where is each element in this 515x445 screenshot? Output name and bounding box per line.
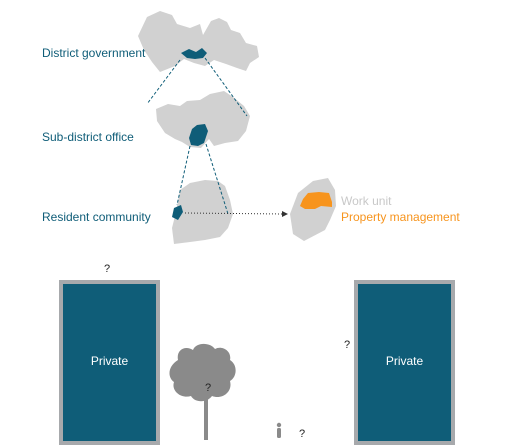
connector-line: [176, 145, 191, 206]
subdistrict-highlight: [189, 124, 208, 146]
arrow-head: [282, 211, 288, 217]
private-building-right-label: Private: [385, 354, 424, 368]
question-mark-tree: ?: [205, 382, 212, 394]
work-unit-label: Work unit: [341, 194, 392, 208]
dotted-arrow-line: [184, 212, 284, 215]
district-government-label: District government: [42, 46, 146, 60]
property-highlight: [300, 192, 332, 209]
connector-line: [146, 59, 181, 105]
tree-icon: [169, 343, 236, 440]
private-building-right: Private: [354, 280, 455, 445]
connector-line: [204, 57, 248, 117]
connector-line: [205, 143, 229, 215]
community-highlight: [172, 205, 183, 220]
district-highlight: [181, 48, 207, 59]
person-icon: [276, 422, 282, 438]
private-building-left-label: Private: [90, 354, 129, 368]
community-map: [172, 180, 233, 244]
subdistrict-map: [156, 91, 250, 148]
workunit-map: [290, 178, 336, 241]
property-management-label: Property management: [341, 210, 460, 224]
question-mark-right-side: ?: [344, 339, 351, 351]
subdistrict-office-label: Sub-district office: [42, 130, 134, 144]
resident-community-label: Resident community: [42, 210, 151, 224]
question-mark-left-top: ?: [104, 263, 111, 275]
private-building-left: Private: [59, 280, 160, 445]
district-map: [138, 11, 259, 72]
question-mark-person: ?: [299, 428, 306, 440]
